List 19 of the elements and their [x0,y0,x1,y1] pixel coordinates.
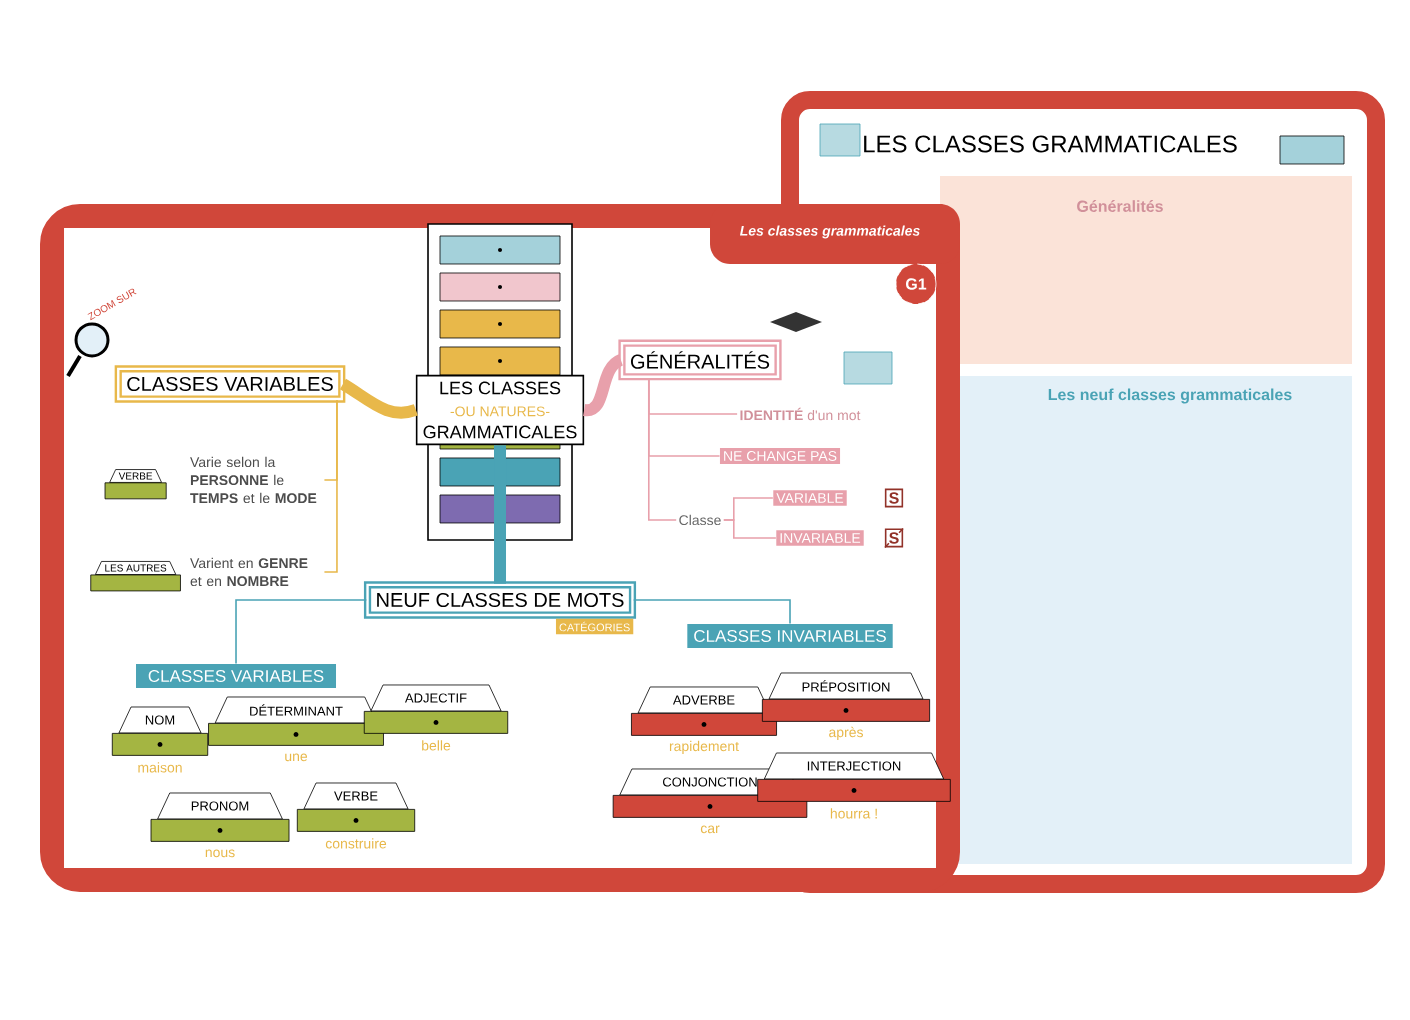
card-badge: G1 [895,263,937,305]
letter-box: S [884,488,904,508]
connector [339,378,418,419]
title: LES CLASSES GRAMMATICALES [864,135,1237,153]
connector [632,599,791,625]
connector [584,354,624,416]
section-heading: Les neuf classes grammaticales [1048,388,1292,404]
section-heading: Généralités [1077,200,1163,212]
heading-frame: NEUF CLASSES DE MOTS [363,581,637,619]
connector [648,377,677,521]
connector [494,445,506,584]
connector [323,399,338,573]
heading-band: CLASSES INVARIABLES [687,623,893,648]
connector [723,519,777,539]
heading-band: CLASSES VARIABLES [136,663,336,688]
heading-frame: GÉNÉRALITÉS [618,339,782,381]
connector [235,599,368,665]
heading-frame: CLASSES VARIABLES [114,365,346,403]
crossed-letter-box: S [884,527,904,549]
